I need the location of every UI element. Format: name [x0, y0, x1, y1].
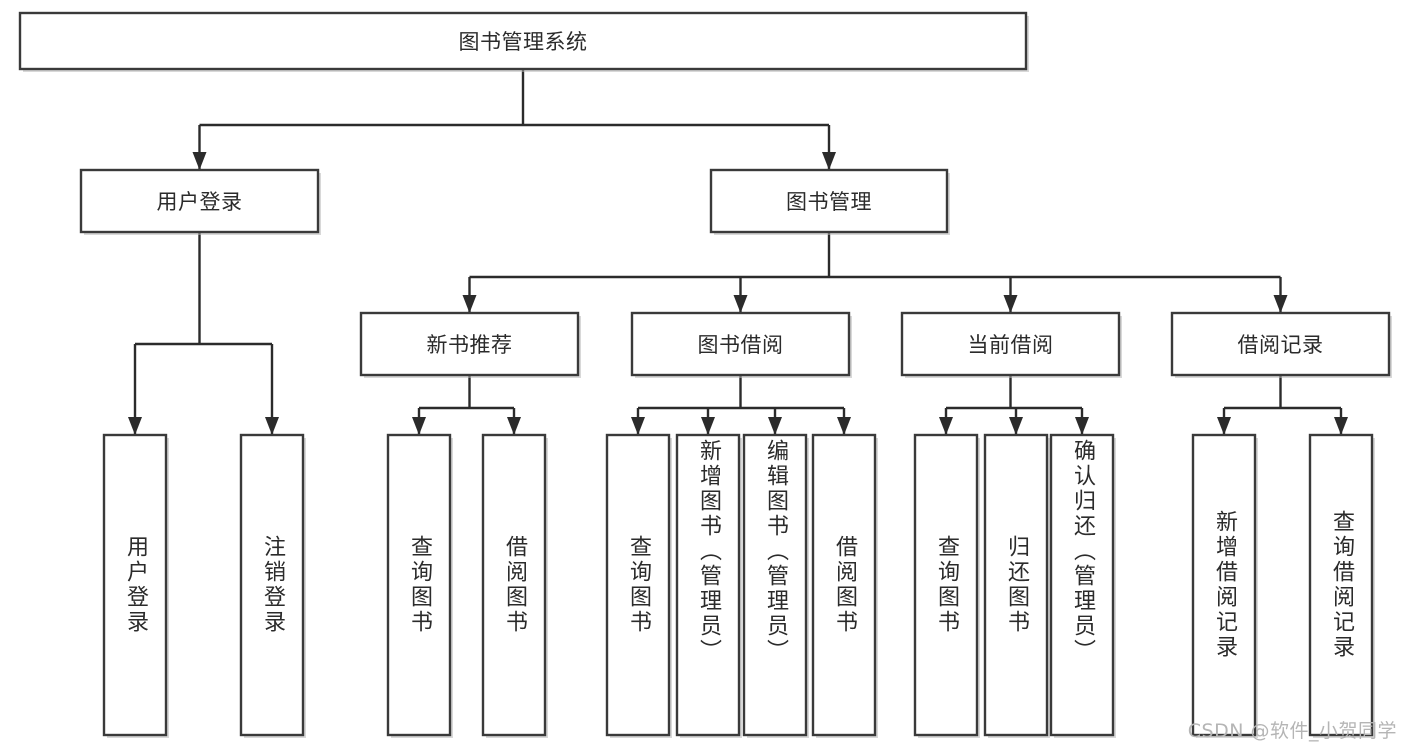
node-box-leaf-query-record[interactable]	[1308, 433, 1374, 737]
arrow-head-borrow-record	[1273, 295, 1288, 313]
node-box-borrow-record[interactable]	[1170, 311, 1391, 377]
node-boxes-layer	[18, 11, 1392, 738]
node-box-leaf-borrow-book-2[interactable]	[811, 433, 877, 737]
node-box-current-borrow[interactable]	[900, 311, 1121, 377]
arrow-head-leaf-borrow-book-1	[507, 417, 521, 435]
node-box-leaf-query-book-3[interactable]	[913, 433, 979, 737]
arrow-head-leaf-user-login	[128, 417, 142, 435]
arrow-head-leaf-borrow-book-2	[837, 417, 851, 435]
arrow-head-leaf-confirm-return	[1075, 417, 1089, 435]
node-box-leaf-confirm-return[interactable]	[1049, 433, 1115, 737]
node-box-leaf-return-book[interactable]	[983, 433, 1049, 737]
node-box-user-login[interactable]	[79, 168, 320, 234]
arrow-head-leaf-query-record	[1334, 417, 1348, 435]
arrow-head-leaf-return-book	[1009, 417, 1023, 435]
arrow-head-leaf-query-book-2	[631, 417, 645, 435]
node-box-root[interactable]	[18, 11, 1028, 71]
arrow-head-user-login	[192, 152, 207, 170]
node-box-leaf-edit-book-admin[interactable]	[742, 433, 808, 737]
arrow-head-leaf-query-book-1	[412, 417, 426, 435]
node-box-leaf-query-book-2[interactable]	[605, 433, 671, 737]
connectors-layer	[128, 69, 1348, 435]
node-box-leaf-query-book-1[interactable]	[386, 433, 452, 737]
node-box-leaf-add-book-admin[interactable]	[675, 433, 741, 737]
node-box-new-book-rec[interactable]	[359, 311, 580, 377]
node-box-leaf-user-login[interactable]	[102, 433, 168, 737]
node-box-leaf-add-record[interactable]	[1191, 433, 1257, 737]
arrow-head-leaf-query-book-3	[939, 417, 953, 435]
arrow-head-leaf-logout	[265, 417, 279, 435]
arrow-head-current-borrow	[1003, 295, 1018, 313]
node-box-leaf-logout[interactable]	[239, 433, 305, 737]
arrow-head-leaf-add-book-admin	[701, 417, 715, 435]
node-box-book-manage[interactable]	[709, 168, 949, 234]
arrow-head-book-manage	[822, 152, 836, 170]
node-box-book-borrow[interactable]	[630, 311, 851, 377]
arrow-head-leaf-edit-book-admin	[768, 417, 782, 435]
arrow-head-new-book-rec	[462, 295, 477, 313]
node-box-leaf-borrow-book-1[interactable]	[481, 433, 547, 737]
arrow-head-leaf-add-record	[1217, 417, 1231, 435]
arrow-head-book-borrow	[733, 295, 748, 313]
